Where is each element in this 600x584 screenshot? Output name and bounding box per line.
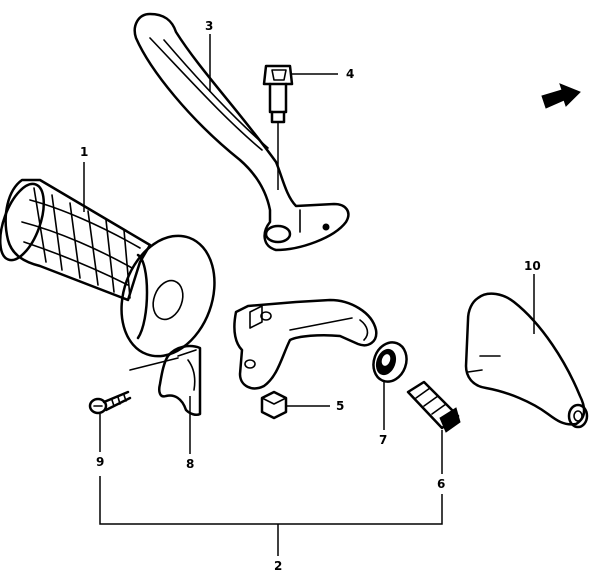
clamp-drawing xyxy=(129,344,202,417)
callout-lever: 3 xyxy=(205,19,214,33)
callout-lever-cover: 10 xyxy=(524,259,541,273)
clamp-screw-drawing xyxy=(88,390,132,415)
callout-grip: 1 xyxy=(80,145,89,159)
leader-lines xyxy=(83,34,535,556)
callout-pivot-bolt: 4 xyxy=(346,67,355,81)
nut-drawing xyxy=(260,390,288,420)
callout-lever-assembly: 2 xyxy=(274,559,283,573)
callout-clamp: 8 xyxy=(186,457,195,471)
lever-drawing xyxy=(133,12,350,252)
pivot-bolt-drawing xyxy=(262,64,294,190)
lever-perch-drawing xyxy=(233,298,378,390)
adjuster-bolt-drawing xyxy=(406,380,461,433)
lever-cover-drawing xyxy=(464,292,589,429)
lock-nut-drawing xyxy=(372,341,408,383)
callout-nut: 5 xyxy=(336,399,345,413)
callout-lock-nut: 7 xyxy=(379,433,388,447)
callout-clamp-screw: 9 xyxy=(96,455,105,469)
callout-adjuster-bolt: 6 xyxy=(437,477,446,491)
direction-arrow-icon xyxy=(541,83,581,109)
grip-drawing xyxy=(0,178,216,358)
